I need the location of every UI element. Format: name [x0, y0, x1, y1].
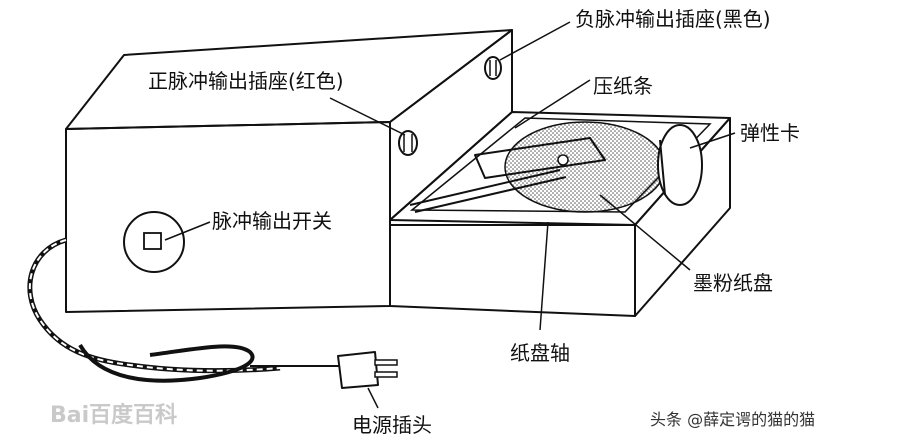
negative-socket — [484, 56, 502, 80]
strip-lever — [409, 169, 561, 206]
label-switch: 脉冲输出开关 — [212, 209, 332, 233]
watermark: Bai百度百科 — [50, 402, 177, 428]
label-plug: 电源插头 — [352, 413, 432, 437]
tray-inner — [409, 117, 712, 213]
label-disc-axle: 纸盘轴 — [510, 341, 570, 365]
credit-text: 头条 @薛定谔的猫的猫 — [650, 410, 815, 429]
power-cord — [27, 237, 340, 383]
label-spring-clip: 弹性卡 — [740, 121, 800, 145]
spring-clip — [657, 124, 703, 206]
disc-axle-point — [557, 154, 569, 166]
paper-strip — [409, 137, 606, 213]
label-toner-disc: 墨粉纸盘 — [693, 271, 773, 295]
label-negative-socket: 负脉冲输出插座(黑色) — [575, 7, 771, 31]
label-positive-socket: 正脉冲输出插座(红色) — [148, 69, 344, 93]
toner-disc — [504, 121, 666, 213]
leader-lines — [164, 21, 736, 409]
tray-rim — [389, 111, 731, 226]
power-plug — [337, 351, 398, 389]
tray-front — [389, 224, 636, 317]
positive-socket — [398, 130, 418, 156]
pulse-switch — [123, 211, 185, 273]
label-paper-strip: 压纸条 — [593, 74, 653, 98]
